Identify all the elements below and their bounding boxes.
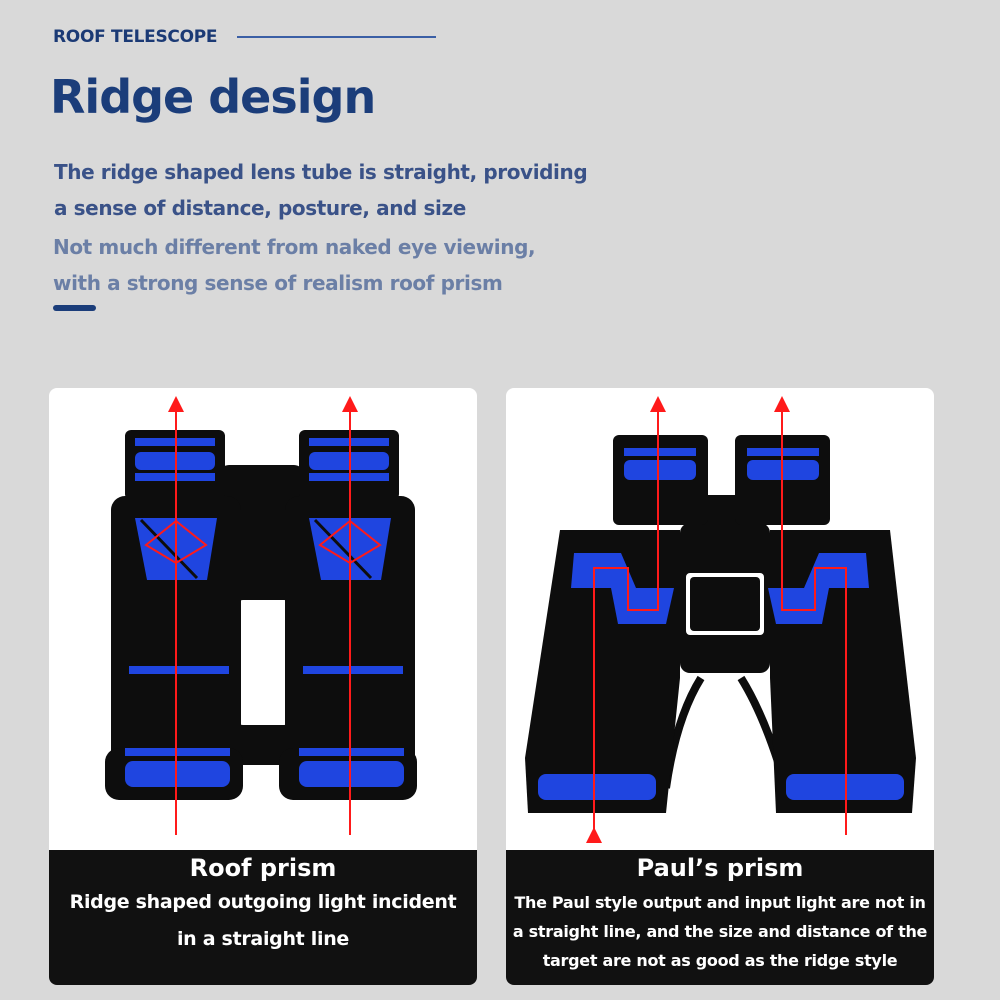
card-title: Roof prism [189, 854, 337, 882]
eyebrow-label: ROOF TELESCOPE [53, 27, 218, 47]
description-line: Not much different from naked eye viewin… [53, 235, 536, 259]
page-title: Ridge design [50, 70, 376, 124]
light-ray-right [774, 396, 847, 835]
paul-prism-caption: Paul’s prism The Paul style output and i… [506, 850, 934, 985]
paul-prism-card: Paul’s prism The Paul style output and i… [506, 388, 934, 985]
eyebrow-divider [237, 36, 436, 38]
card-body-line: in a straight line [176, 928, 350, 950]
card-body-line: target are not as good as the ridge styl… [542, 951, 898, 970]
roof-binocular-illustration [105, 396, 419, 835]
description-line: with a strong sense of realism roof pris… [53, 271, 503, 295]
accent-bar [53, 305, 96, 311]
roof-prism-caption: Roof prism Ridge shaped outgoing light i… [49, 850, 477, 985]
card-title: Paul’s prism [636, 854, 804, 882]
light-ray-right [318, 396, 382, 835]
description-primary: The ridge shaped lens tube is straight, … [54, 154, 588, 226]
card-body-line: The Paul style output and input light ar… [514, 893, 926, 912]
card-body-line: a straight line, and the size and distan… [512, 922, 928, 941]
light-ray-left [593, 396, 666, 835]
light-ray-left [144, 396, 208, 835]
description-secondary: Not much different from naked eye viewin… [53, 229, 536, 301]
description-line: The ridge shaped lens tube is straight, … [54, 160, 588, 184]
card-body-line: Ridge shaped outgoing light incident [69, 891, 457, 913]
description-line: a sense of distance, posture, and size [54, 196, 466, 220]
porro-binocular-illustration [525, 396, 916, 843]
roof-prism-card: Roof prism Ridge shaped outgoing light i… [49, 388, 477, 985]
